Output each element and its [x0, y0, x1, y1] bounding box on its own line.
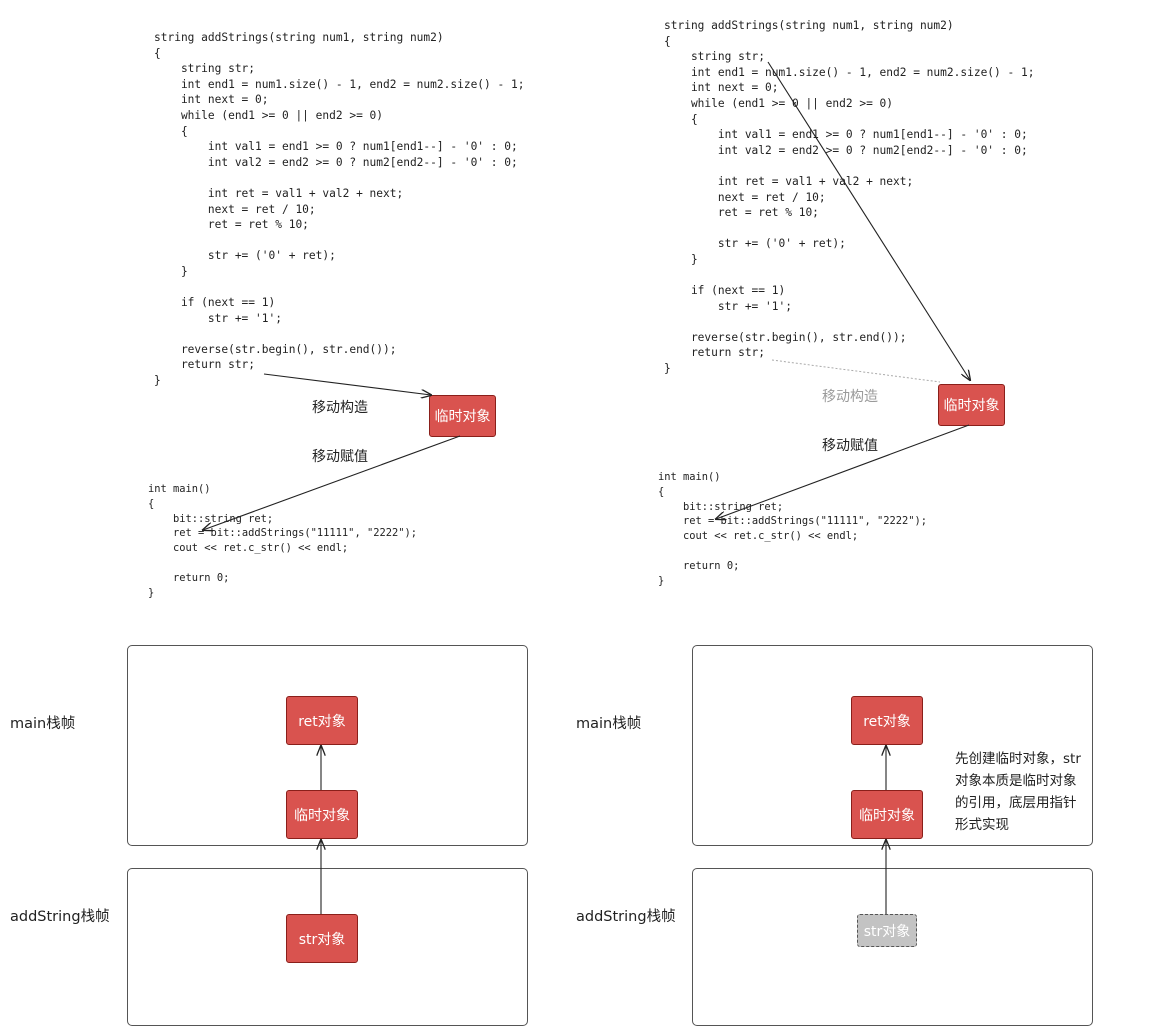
right-reference-note: 先创建临时对象，str对象本质是临时对象的引用，底层用指针形式实现 [955, 751, 1081, 833]
left-add-stack-frame [127, 868, 528, 1026]
code-line: cout << ret.c_str() << endl; [148, 542, 349, 555]
left-move-assign-arrow [203, 435, 461, 530]
code-line: { [148, 497, 155, 510]
code-line: return str; [154, 358, 256, 372]
code-line: int next = 0; [664, 81, 779, 95]
code-line: while (end1 >= 0 || end2 >= 0) [154, 108, 384, 122]
right-move-construct-label: 移动构造 [822, 389, 878, 405]
left-str-object-box: str对象 [286, 914, 358, 963]
code-line: reverse(str.begin(), str.end()); [664, 330, 907, 344]
code-line: str += '1'; [664, 299, 792, 313]
left-addstrings-code: string addStrings(string num1, string nu… [154, 30, 524, 389]
left-temp-object-box: 临时对象 [429, 395, 496, 437]
code-line: { [154, 124, 188, 138]
code-line: if (next == 1) [664, 284, 786, 298]
right-move-assign-arrow [716, 424, 970, 519]
right-temp-object-stack-box: 临时对象 [851, 790, 923, 839]
code-line: ret = ret % 10; [664, 206, 819, 220]
right-addstrings-code: string addStrings(string num1, string nu… [664, 18, 1034, 377]
code-line: reverse(str.begin(), str.end()); [154, 342, 397, 356]
code-line: return 0; [148, 571, 230, 584]
right-ret-object-box: ret对象 [851, 696, 923, 745]
left-add-frame-label: addString栈帧 [10, 909, 110, 925]
code-line: int main() [148, 483, 211, 495]
code-line: } [664, 362, 671, 376]
code-line: int main() [658, 471, 721, 483]
left-move-construct-label: 移动构造 [312, 400, 368, 416]
code-line: cout << ret.c_str() << endl; [658, 530, 859, 543]
left-main-code: int main(){ bit::string ret; ret = bit::… [148, 482, 417, 600]
right-add-frame-label: addString栈帧 [576, 909, 676, 925]
code-line: return str; [664, 346, 766, 360]
left-move-assign-label: 移动赋值 [312, 449, 368, 465]
right-main-frame-label: main栈帧 [576, 716, 642, 732]
right-temp-object-box: 临时对象 [938, 384, 1005, 426]
right-str-to-temp-arrow [767, 61, 970, 380]
code-line: while (end1 >= 0 || end2 >= 0) [664, 96, 894, 110]
left-move-construct-arrow [263, 373, 431, 395]
code-line: string addStrings(string num1, string nu… [664, 19, 954, 32]
code-line: int ret = val1 + val2 + next; [664, 174, 914, 188]
code-line: string addStrings(string num1, string nu… [154, 31, 444, 44]
code-line: } [148, 586, 155, 599]
code-line: { [664, 112, 698, 126]
right-main-stack-frame [692, 645, 1093, 846]
code-line: int end1 = num1.size() - 1, end2 = num2.… [664, 65, 1035, 79]
code-line: ret = bit::addStrings("11111", "2222"); [148, 527, 417, 540]
code-line: string str; [154, 62, 256, 76]
code-line: next = ret / 10; [154, 202, 316, 216]
code-line: } [154, 374, 161, 388]
code-line: int end1 = num1.size() - 1, end2 = num2.… [154, 77, 525, 91]
left-main-stack-frame [127, 645, 528, 846]
code-line: { [154, 46, 161, 60]
code-line: ret = bit::addStrings("11111", "2222"); [658, 515, 927, 528]
code-line: int ret = val1 + val2 + next; [154, 186, 404, 200]
code-line: str += ('0' + ret); [664, 237, 846, 251]
left-ret-object-box: ret对象 [286, 696, 358, 745]
code-line: } [664, 252, 698, 266]
right-move-assign-label: 移动赋值 [822, 438, 878, 454]
code-line: } [658, 574, 665, 587]
left-main-frame-label: main栈帧 [10, 716, 76, 732]
code-line: int val2 = end2 >= 0 ? num2[end2--] - '0… [664, 143, 1028, 157]
code-line: str += '1'; [154, 311, 282, 325]
right-faded-construct-line [771, 359, 941, 383]
right-str-object-ghost-box: str对象 [857, 914, 917, 947]
code-line: int val2 = end2 >= 0 ? num2[end2--] - '0… [154, 155, 518, 169]
code-line: return 0; [658, 559, 740, 572]
code-line: int val1 = end1 >= 0 ? num1[end1--] - '0… [154, 140, 518, 154]
right-main-code: int main(){ bit::string ret; ret = bit::… [658, 470, 927, 588]
code-line: if (next == 1) [154, 296, 276, 310]
code-line: next = ret / 10; [664, 190, 826, 204]
code-line: int next = 0; [154, 93, 269, 107]
right-add-stack-frame [692, 868, 1093, 1026]
code-line: str += ('0' + ret); [154, 249, 336, 263]
code-line: { [658, 485, 665, 498]
left-temp-object-stack-box: 临时对象 [286, 790, 358, 839]
code-line: } [154, 264, 188, 278]
code-line: string str; [664, 50, 766, 64]
code-line: ret = ret % 10; [154, 218, 309, 232]
code-line: bit::string ret; [658, 500, 784, 513]
code-line: { [664, 34, 671, 48]
